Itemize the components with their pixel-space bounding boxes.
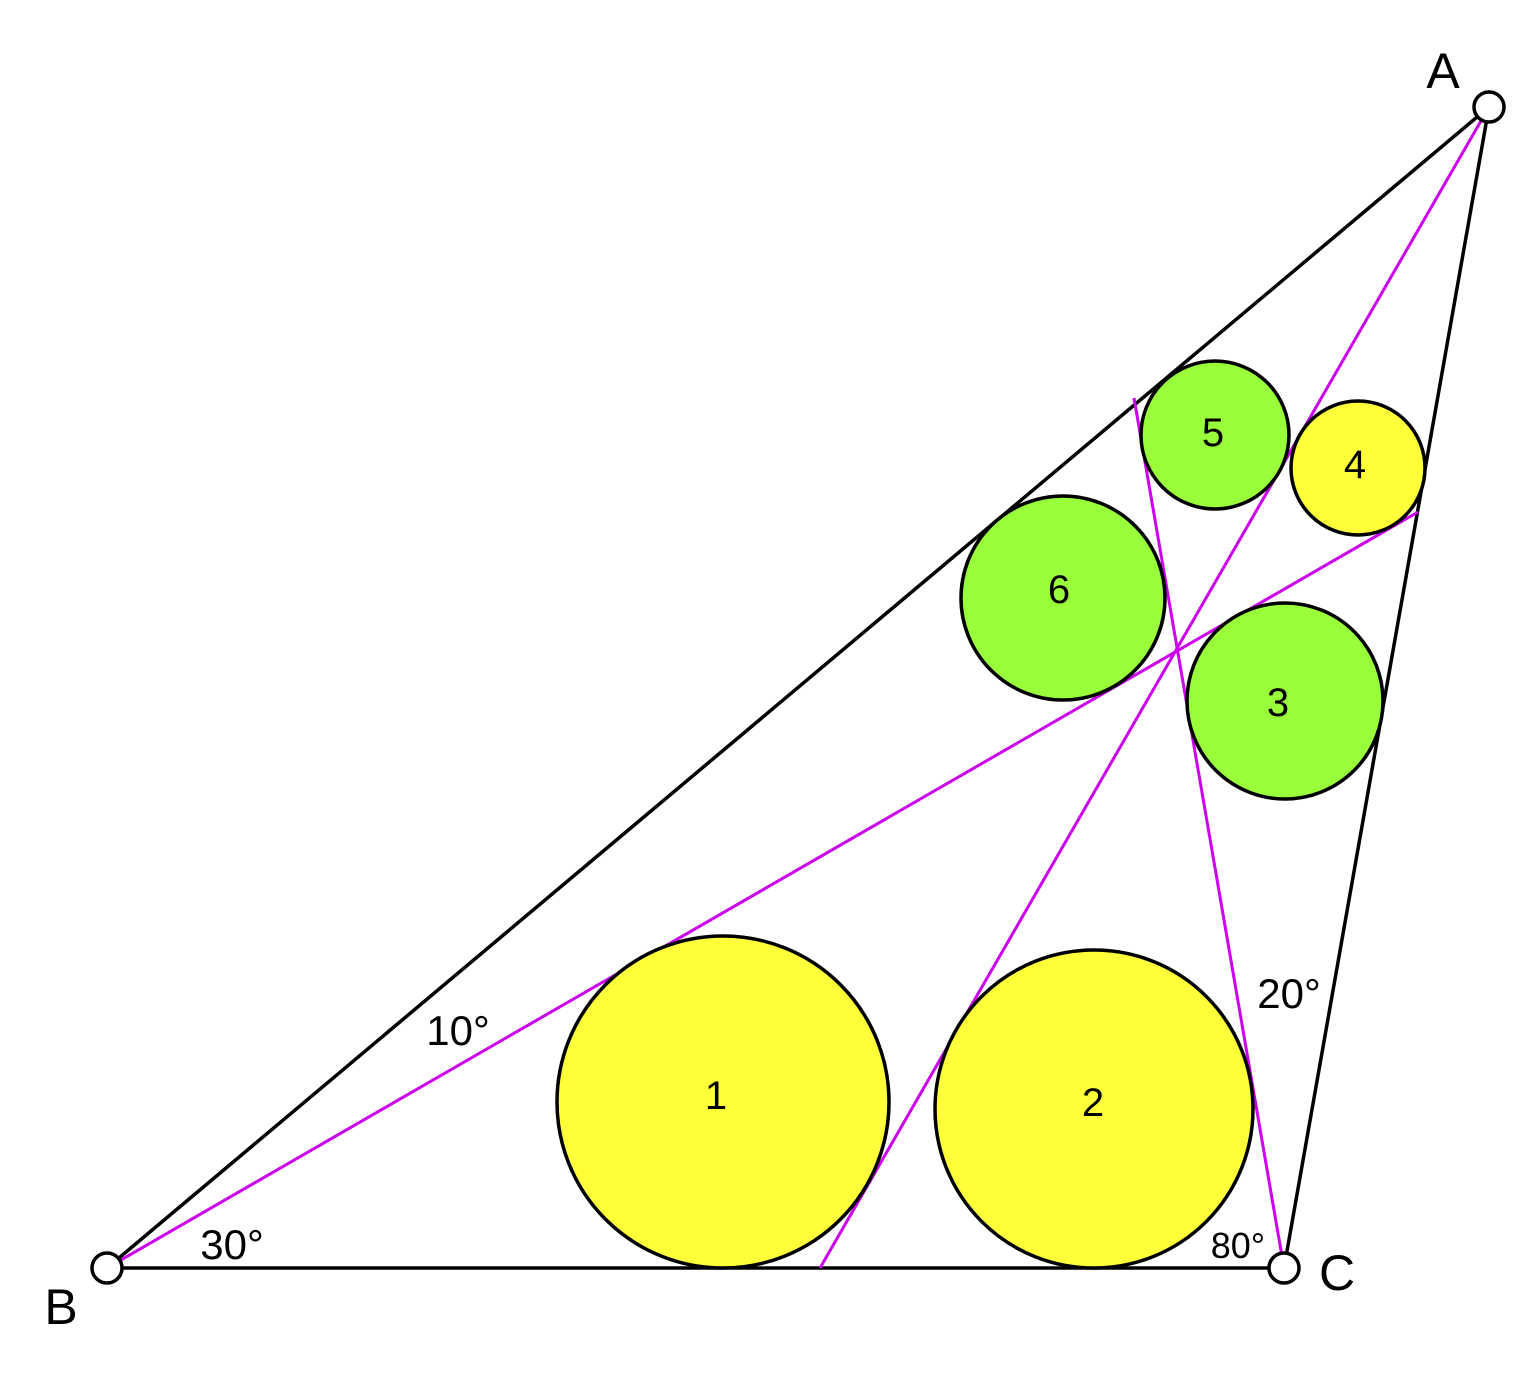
cevian-from-a xyxy=(818,106,1491,1269)
circle-3 xyxy=(1185,601,1385,801)
side-ac xyxy=(1282,106,1491,1269)
circle-1 xyxy=(555,934,891,1270)
circle-5 xyxy=(1139,359,1291,511)
angle-b-total-label: 30° xyxy=(200,1221,264,1268)
vertex-b-marker xyxy=(90,1251,124,1285)
angle-b-part-label: 10° xyxy=(426,1007,490,1054)
circle-6-label: 6 xyxy=(1048,568,1070,612)
angle-c-total-label: 80° xyxy=(1211,1225,1265,1266)
angle-c-part-label: 20° xyxy=(1257,970,1321,1017)
vertex-b-label: B xyxy=(44,1279,77,1335)
circle-5-label: 5 xyxy=(1202,411,1224,455)
cevian-from-b xyxy=(106,510,1419,1270)
circle-4 xyxy=(1289,399,1427,537)
side-ab xyxy=(105,105,1491,1270)
circle-2 xyxy=(933,948,1255,1270)
circle-6 xyxy=(959,494,1167,702)
circle-2-label: 2 xyxy=(1082,1081,1104,1125)
vertex-c-marker xyxy=(1267,1251,1301,1285)
cevian-from-c xyxy=(1132,397,1286,1269)
vertex-a-marker xyxy=(1472,90,1506,124)
circle-4-label: 4 xyxy=(1344,443,1366,487)
circle-1-label: 1 xyxy=(705,1074,727,1118)
vertex-a-label: A xyxy=(1426,43,1460,99)
vertex-c-label: C xyxy=(1319,1245,1355,1301)
circle-3-label: 3 xyxy=(1267,681,1289,725)
